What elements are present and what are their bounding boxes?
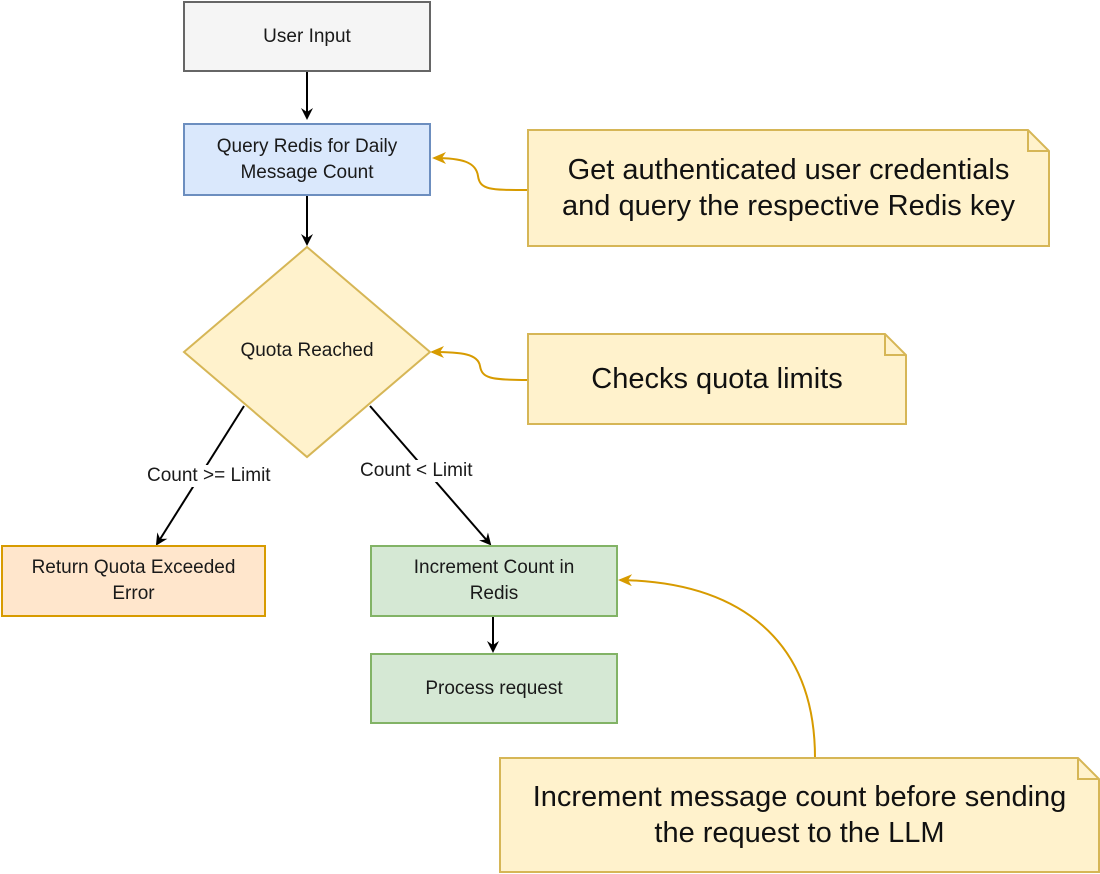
node-process-request[interactable]: Process request bbox=[370, 653, 618, 724]
node-user-input-label: User Input bbox=[263, 25, 351, 47]
node-return-error[interactable]: Return Quota Exceeded Error bbox=[1, 545, 266, 617]
node-increment-count[interactable]: Increment Count in Redis bbox=[370, 545, 618, 617]
edge-label-count-gte-limit: Count >= Limit bbox=[145, 465, 273, 487]
note-increment-line1: Increment message count before sending bbox=[532, 781, 1067, 813]
note-increment-line2: the request to the LLM bbox=[654, 817, 945, 849]
note-increment[interactable]: Increment message count before sending t… bbox=[500, 758, 1099, 872]
decision-diamond bbox=[182, 245, 432, 459]
node-query-redis-label-line2: Message Count bbox=[240, 161, 374, 183]
annotation-edge-increment bbox=[618, 574, 816, 759]
annotation-edge-quota bbox=[430, 346, 528, 381]
annotation-edge-credentials bbox=[432, 152, 528, 191]
node-increment-count-label-line2: Redis bbox=[469, 583, 519, 604]
node-return-error-label-line2: Error bbox=[112, 583, 155, 604]
node-user-input[interactable]: User Input bbox=[183, 1, 431, 72]
node-return-error-label-line1: Return Quota Exceeded bbox=[31, 557, 236, 578]
note-credentials-line2: and query the respective Redis key bbox=[562, 190, 1015, 222]
note-quota[interactable]: Checks quota limits bbox=[528, 334, 906, 424]
note-credentials-line1: Get authenticated user credentials bbox=[567, 154, 1010, 186]
note-credentials[interactable]: Get authenticated user credentials and q… bbox=[528, 130, 1049, 246]
node-quota-reached-label[interactable]: Quota Reached bbox=[240, 340, 374, 361]
note-quota-shape bbox=[527, 333, 907, 425]
node-query-redis[interactable]: Query Redis for Daily Message Count bbox=[183, 123, 431, 196]
node-process-request-label: Process request bbox=[425, 677, 563, 699]
note-credentials-shape bbox=[527, 129, 1050, 247]
note-quota-line1: Checks quota limits bbox=[591, 363, 843, 395]
edge-label-count-lt-limit: Count < Limit bbox=[358, 460, 475, 482]
note-increment-shape bbox=[499, 757, 1100, 873]
node-increment-count-label-line1: Increment Count in bbox=[413, 557, 575, 578]
node-query-redis-label-line1: Query Redis for Daily bbox=[216, 135, 398, 157]
